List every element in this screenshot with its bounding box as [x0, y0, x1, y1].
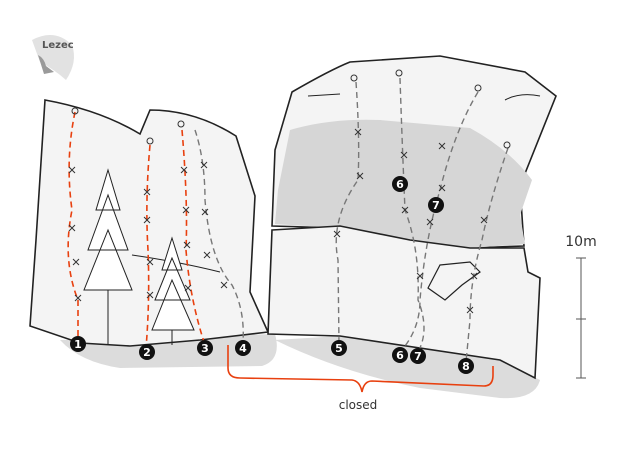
- route-1-line[interactable]: [67, 111, 79, 340]
- route-label-4[interactable]: 4: [235, 340, 251, 356]
- route-label-6[interactable]: 6: [392, 347, 408, 363]
- bolt-icon: [333, 230, 341, 238]
- lezec-logo[interactable]: Lezec: [32, 35, 74, 80]
- bolt-icon: [146, 258, 154, 266]
- bolt-icon: [184, 284, 192, 292]
- bolt-icon: [182, 206, 190, 214]
- bolt-icon: [72, 258, 80, 266]
- bolt-icon: [203, 251, 211, 259]
- route-label-5[interactable]: 5: [331, 340, 347, 356]
- route-2-line[interactable]: [145, 144, 151, 349]
- bolt-icon: [426, 218, 434, 226]
- bolt-icon: [438, 184, 446, 192]
- scale-bar: [576, 257, 586, 379]
- bolt-icon: [470, 272, 478, 280]
- bolt-icon: [143, 216, 151, 224]
- bolt-icon: [183, 241, 191, 249]
- bolt-icon: [68, 166, 76, 174]
- svg-text:3: 3: [201, 342, 209, 355]
- svg-text:7: 7: [432, 199, 440, 212]
- bolt-icon: [146, 291, 154, 299]
- route-3-line[interactable]: [181, 129, 206, 346]
- route-6-line[interactable]: [399, 77, 425, 353]
- route-label-3[interactable]: 3: [197, 340, 213, 356]
- route-label-6-top[interactable]: 6: [392, 176, 408, 192]
- svg-text:7: 7: [414, 350, 422, 363]
- bolt-icon: [480, 216, 488, 224]
- scale-label: 10m: [565, 234, 596, 250]
- tree-icon: [151, 236, 195, 345]
- svg-text:6: 6: [396, 178, 404, 191]
- tree-icon: [83, 168, 133, 345]
- bolt-icon: [74, 294, 82, 302]
- bolt-icon: [466, 306, 474, 314]
- svg-text:6: 6: [396, 349, 404, 362]
- bolt-icon: [201, 208, 209, 216]
- bolt-icon: [401, 206, 409, 214]
- bolt-icon: [143, 188, 151, 196]
- route-label-7-top[interactable]: 7: [428, 197, 444, 213]
- route-4-line[interactable]: [194, 129, 244, 343]
- route-5-line[interactable]: [335, 81, 360, 346]
- bolt-icon: [416, 272, 424, 280]
- bolt-icon: [200, 161, 208, 169]
- route-label-1[interactable]: 1: [70, 336, 86, 352]
- route-8-line[interactable]: [465, 147, 509, 363]
- anchor-icons: [71, 69, 511, 149]
- bolt-markers: [68, 128, 488, 314]
- svg-text:4: 4: [239, 342, 247, 355]
- bolt-icon: [180, 166, 188, 174]
- route-label-8[interactable]: 8: [458, 358, 474, 374]
- bolt-icon: [68, 224, 76, 232]
- rock-notch: [427, 261, 481, 301]
- closed-label: closed: [339, 398, 378, 412]
- logo-text: Lezec: [42, 40, 74, 51]
- bolt-icon: [356, 172, 364, 180]
- bolt-icon: [220, 281, 228, 289]
- route-label-7[interactable]: 7: [410, 348, 426, 364]
- bolt-icon: [400, 151, 408, 159]
- route-label-2[interactable]: 2: [139, 344, 155, 360]
- svg-text:1: 1: [74, 338, 82, 351]
- svg-text:8: 8: [462, 360, 470, 373]
- bolt-icon: [438, 142, 446, 150]
- bolt-icon: [354, 128, 362, 136]
- closed-bracket: [227, 345, 494, 393]
- svg-text:2: 2: [143, 346, 151, 359]
- svg-text:5: 5: [335, 342, 343, 355]
- route-7-line[interactable]: [399, 91, 479, 353]
